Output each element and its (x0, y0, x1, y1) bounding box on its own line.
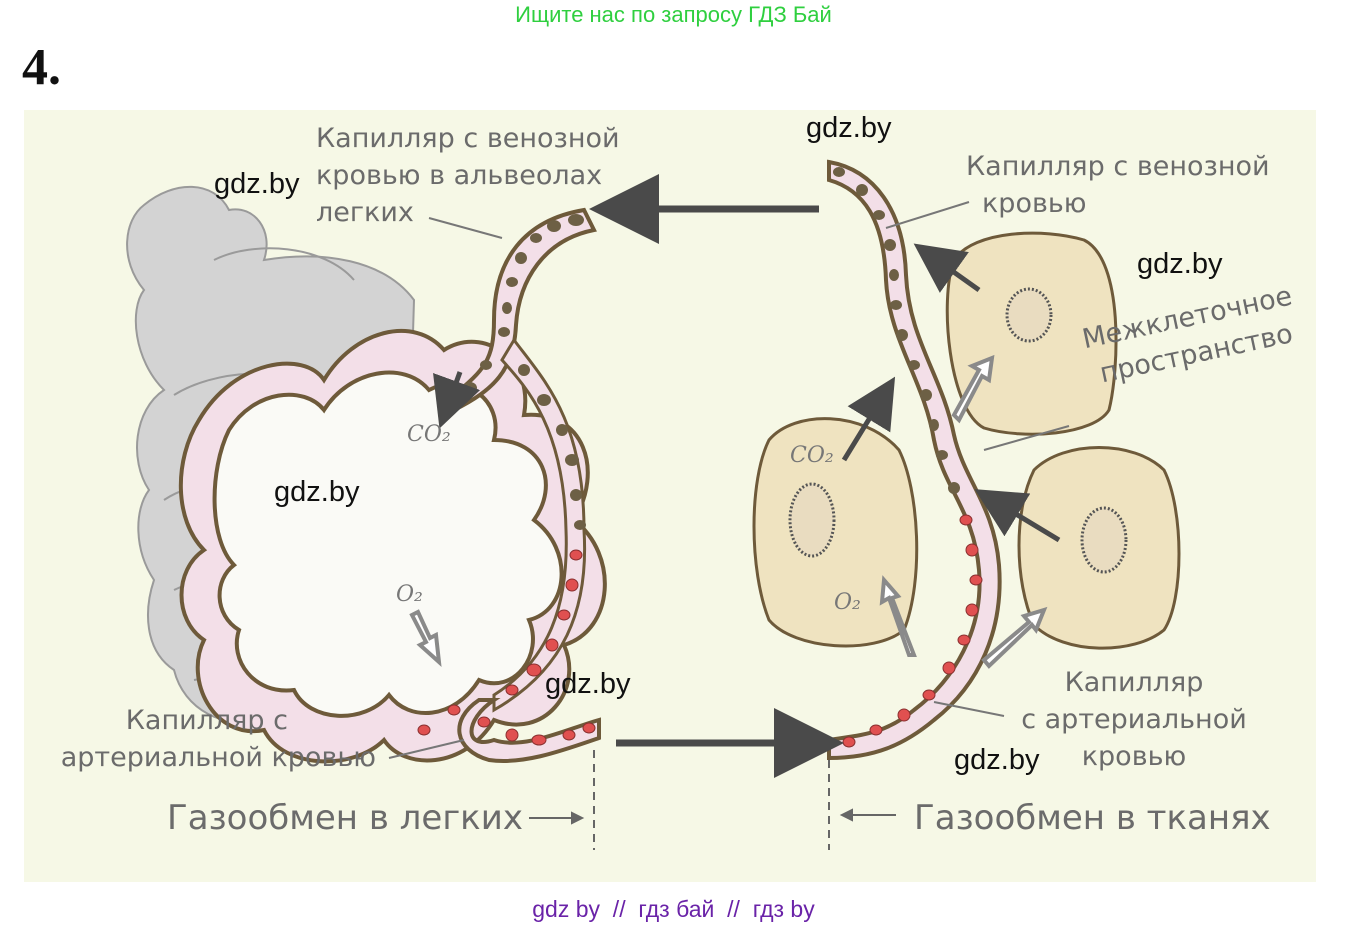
tissue-cell-right (1017, 446, 1181, 650)
watermark: gdz.by (274, 476, 360, 508)
tissue-venous-cells (833, 167, 960, 494)
footer-link-gdz-by[interactable]: gdz by (532, 896, 601, 922)
alveolus-air-space (212, 370, 564, 718)
gas-exchange-figure: Капилляр с венозной кровью в альвеолах л… (24, 110, 1316, 882)
caption-gas-exchange-tissues: Газообмен в тканях (914, 798, 1271, 838)
boundary-lines (593, 750, 830, 850)
footer-link-gdz-by-ru[interactable]: гдз by (752, 896, 815, 922)
label-venous-lungs: Капилляр с венозной кровью в альвеолах л… (316, 123, 620, 228)
label-arterial-lungs: Капилляр с артериальной кровью (60, 705, 376, 773)
watermark: gdz.by (545, 668, 631, 700)
co2-label-tissue: CO₂ (790, 443, 834, 468)
co2-arrows (433, 243, 1061, 543)
watermark: gdz.by (954, 744, 1040, 776)
watermark: gdz.by (214, 168, 300, 200)
gas-exchange-diagram (126, 159, 1181, 850)
caption-gas-exchange-lungs: Газообмен в легких (167, 798, 523, 838)
tissue-cell-top (945, 231, 1118, 436)
leader-lines (388, 201, 1070, 759)
co2-label-lungs: CO₂ (407, 422, 451, 447)
lung-venous-cells (463, 214, 586, 530)
top-banner[interactable]: Ищите нас по запросу ГДЗ Бай (515, 2, 832, 27)
o2-arrows (409, 354, 1048, 669)
o2-label-tissue: O₂ (834, 590, 861, 615)
footer-link-gdz-bai[interactable]: гдз бай (638, 896, 715, 922)
lung-arterial-cells (417, 549, 596, 746)
footer-separator: // (600, 896, 639, 922)
task-number: 4. (22, 39, 61, 96)
o2-label-lungs: O₂ (396, 582, 423, 607)
label-arterial-tissue: Капилляр с артериальной кровью (1021, 667, 1247, 772)
label-venous-tissue: Капилляр с венозной кровью (966, 151, 1270, 219)
tissue-arterial-cells (842, 514, 983, 748)
watermark: gdz.by (806, 112, 892, 144)
watermark: gdz.by (1137, 248, 1223, 280)
footer-links: gdz by // гдз бай // гдз by (0, 896, 1347, 923)
flow-arrows (589, 174, 844, 778)
footer-separator: // (714, 896, 753, 922)
caption-arrows (529, 808, 896, 825)
tissue-cell-left (752, 417, 919, 648)
